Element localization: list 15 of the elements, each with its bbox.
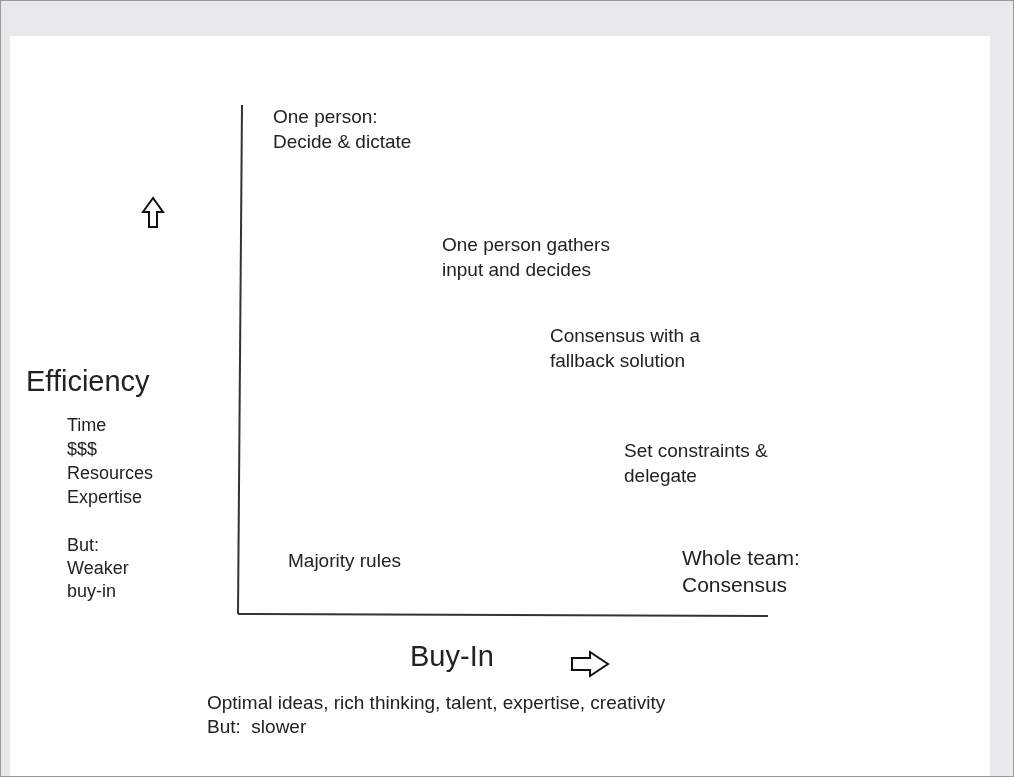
quadrant-label: Set constraints & delegate — [624, 439, 769, 488]
axis-title: Efficiency — [26, 364, 150, 399]
quadrant-label: One person gathers input and decides — [442, 233, 611, 282]
note-text: Optimal ideas, rich thinking, talent, expertise, creativity — [207, 691, 666, 715]
list-item: Resources — [67, 462, 154, 485]
note-text: But: slower — [207, 715, 307, 739]
quadrant-label: Majority rules — [288, 549, 401, 573]
quadrant-label: Consensus with a fallback solution — [550, 324, 701, 373]
quadrant-label: Whole team: Consensus — [682, 545, 801, 598]
note-text: But: Weaker buy-in — [67, 534, 130, 603]
list-item: $$$ — [67, 438, 98, 461]
list-item: Expertise — [67, 486, 143, 509]
quadrant-label: One person: Decide & dictate — [273, 105, 413, 154]
axis-title: Buy-In — [410, 639, 494, 674]
list-item: Time — [67, 414, 107, 437]
